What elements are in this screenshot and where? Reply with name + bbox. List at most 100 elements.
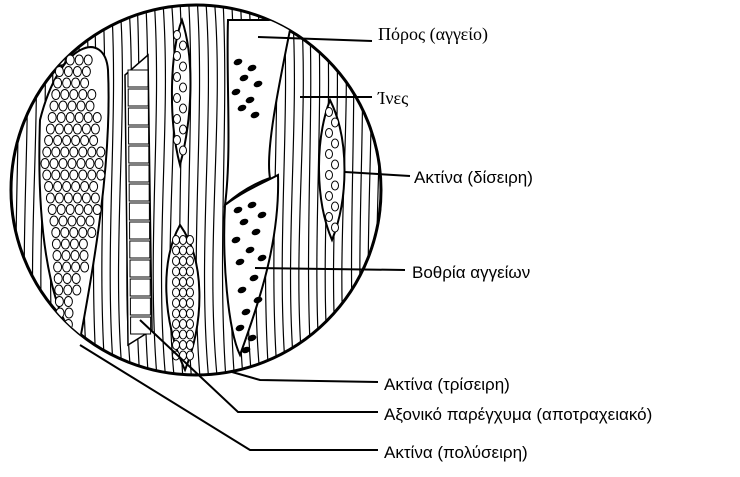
ray-cell [174, 52, 181, 61]
ray-cell [174, 115, 181, 124]
ray-cell [79, 147, 87, 157]
ray-cell [75, 205, 83, 215]
ray-cell [43, 147, 51, 157]
ray-cell [75, 113, 83, 123]
parenchyma-cell [129, 203, 149, 220]
ray-cell [64, 297, 72, 307]
ray-cell [180, 267, 187, 276]
parenchyma-cell [130, 222, 150, 239]
ray-cell [187, 330, 194, 339]
label-aktina-diseiri: Ακτίνα (δίσειρη) [414, 168, 533, 187]
ray-cell [68, 101, 76, 111]
ray-cell [52, 90, 60, 100]
ray-cell [173, 257, 180, 266]
ray-cell [73, 193, 81, 203]
ray-cell [86, 159, 94, 169]
ray-cell [75, 55, 83, 65]
ray-cell [332, 139, 339, 148]
ray-cell [332, 202, 339, 211]
ray-cell [54, 136, 62, 146]
ray-cell [52, 170, 60, 180]
ray-cell [180, 83, 187, 92]
fiber-line [395, 0, 398, 380]
ray-cell [332, 118, 339, 127]
parenchyma-cell [130, 241, 150, 258]
label-vothria: Βοθρία αγγείων [412, 263, 530, 282]
ray-cell [63, 182, 71, 192]
ray-cell [90, 182, 98, 192]
ray-cell [61, 147, 69, 157]
ray-cell [59, 216, 67, 226]
ray-cell [66, 113, 74, 123]
ray-cell [82, 67, 90, 77]
ray-cell [187, 299, 194, 308]
ray-cell [73, 67, 81, 77]
ray-cell [187, 288, 194, 297]
ray-cell [63, 262, 71, 272]
ray-cell [81, 182, 89, 192]
ray-cell [70, 90, 78, 100]
axial-parenchyma-column [125, 55, 152, 345]
parenchyma-cell [130, 298, 150, 315]
ray-cell [326, 192, 333, 201]
ray-cell [90, 136, 98, 146]
ray-cell [50, 101, 58, 111]
parenchyma-cell [129, 127, 149, 144]
parenchyma-cell [129, 146, 149, 163]
ray-cell [48, 113, 56, 123]
ray-cell [50, 216, 58, 226]
ray-cell [82, 193, 90, 203]
parenchyma-cell [130, 260, 150, 277]
ray-cell [54, 78, 62, 88]
ray-cell [97, 147, 105, 157]
ray-cell [84, 55, 92, 65]
ray-cell [180, 299, 187, 308]
fiber-line [385, 0, 390, 380]
ray-cell [73, 285, 81, 295]
ray-cell [54, 182, 62, 192]
ray-cell [173, 309, 180, 318]
ray-cell [70, 239, 78, 249]
ray-cell [187, 236, 194, 245]
ray-cell [180, 341, 187, 350]
ray-cell [79, 90, 87, 100]
ray-cell [54, 274, 62, 284]
ray-cell [180, 288, 187, 297]
ray-cell [180, 62, 187, 71]
ray-cell [180, 104, 187, 113]
ray-cell [45, 182, 53, 192]
ray-cell [173, 330, 180, 339]
ray-cell [63, 78, 71, 88]
ray-cell [81, 262, 89, 272]
ray-cell [48, 205, 56, 215]
ray-cell [180, 330, 187, 339]
ray-cell [54, 262, 62, 272]
ray-cell [45, 136, 53, 146]
ray-cell [88, 90, 96, 100]
ray-cell [82, 124, 90, 134]
ray-cell [72, 78, 80, 88]
ray-cell [84, 205, 92, 215]
ray-cell [46, 193, 54, 203]
ray-cell [72, 262, 80, 272]
ray-cell [50, 159, 58, 169]
ray-cell [68, 216, 76, 226]
ray-cell [70, 147, 78, 157]
ray-cell [63, 136, 71, 146]
ray-cell [187, 267, 194, 276]
ray-cell [64, 124, 72, 134]
ray-cell [77, 216, 85, 226]
ray-cell [93, 113, 101, 123]
ray-cell [173, 267, 180, 276]
ray-cell [70, 170, 78, 180]
ray-cell [57, 205, 65, 215]
ray-cell [173, 320, 180, 329]
ray-cell [86, 101, 94, 111]
ray-cell [66, 205, 74, 215]
parenchyma-cell [129, 165, 149, 182]
ray-cell [332, 160, 339, 169]
ray-cell [62, 251, 70, 261]
label-axoniko: Αξονικό παρέγχυμα (αποτραχειακό) [384, 405, 652, 424]
ray-cell [174, 94, 181, 103]
ray-cell [63, 274, 71, 284]
